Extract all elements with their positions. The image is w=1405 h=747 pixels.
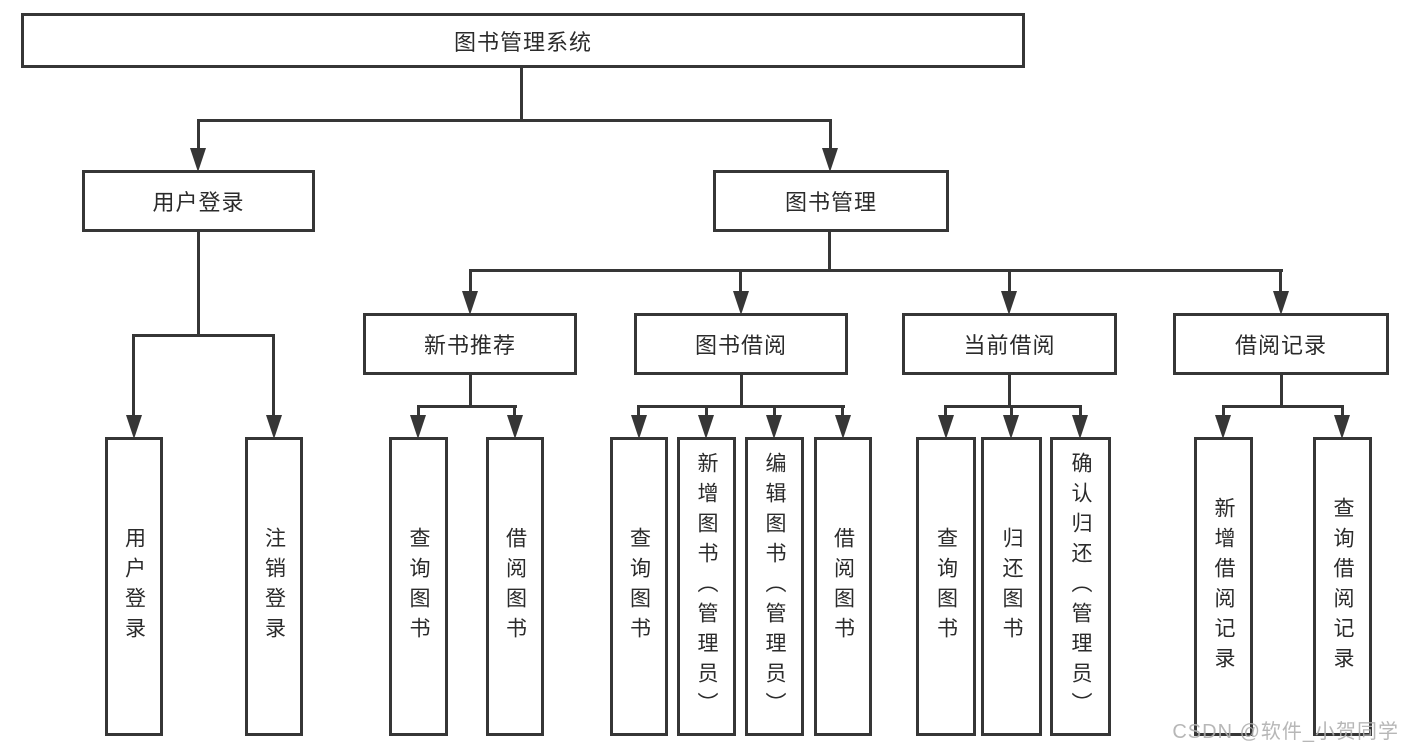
- connector-line: [705, 405, 708, 419]
- connector-line: [1010, 405, 1013, 419]
- leaf-logout: 注销登录: [245, 437, 303, 736]
- connector-line: [773, 405, 776, 419]
- connector-line: [417, 405, 420, 419]
- connector-line: [944, 405, 947, 419]
- arrow-down-icon: [1001, 291, 1017, 315]
- arrow-down-icon: [410, 415, 426, 439]
- node-label: 当前借阅: [963, 333, 1056, 358]
- connector-line: [1008, 269, 1011, 295]
- leaf-return-books: 归还图书: [981, 437, 1042, 736]
- connector-line: [739, 269, 742, 295]
- leaf-add-books-admin: 新增图书（管理员）: [677, 437, 736, 736]
- node-label: 图书借阅: [694, 333, 787, 358]
- leaf-label: 查询图书: [627, 526, 651, 647]
- leaf-query-books: 查询图书: [389, 437, 448, 736]
- leaf-add-borrow-record: 新增借阅记录: [1194, 437, 1253, 736]
- leaf-label: 借阅图书: [503, 526, 527, 647]
- connector-line: [272, 334, 275, 419]
- connector-line: [1279, 269, 1282, 295]
- leaf-user-login: 用户登录: [105, 437, 163, 736]
- leaf-query-borrow-record: 查询借阅记录: [1313, 437, 1372, 736]
- leaf-borrow-books: 借阅图书: [814, 437, 872, 736]
- leaf-label: 新增借阅记录: [1212, 496, 1235, 677]
- node-label: 图书管理: [784, 190, 877, 215]
- arrow-down-icon: [631, 415, 647, 439]
- node-book-management: 图书管理: [713, 170, 949, 232]
- connector-line: [469, 269, 1283, 272]
- node-book-borrowing: 图书借阅: [634, 313, 848, 375]
- connector-line: [1222, 405, 1344, 408]
- connector-line: [740, 375, 743, 408]
- arrow-down-icon: [938, 415, 954, 439]
- connector-line: [637, 405, 845, 408]
- connector-line: [132, 334, 135, 419]
- connector-line: [1222, 405, 1225, 419]
- arrow-down-icon: [835, 415, 851, 439]
- node-label: 新书推荐: [423, 333, 516, 358]
- arrow-down-icon: [1273, 291, 1289, 315]
- connector-line: [132, 334, 275, 337]
- connector-line: [1079, 405, 1082, 419]
- connector-line: [841, 405, 844, 419]
- node-library-management-system: 图书管理系统: [21, 13, 1025, 68]
- connector-line: [1008, 375, 1011, 408]
- node-borrow-records: 借阅记录: [1173, 313, 1389, 375]
- csdn-watermark: CSDN @软件_小贺同学: [1172, 721, 1399, 743]
- connector-line: [1280, 375, 1283, 408]
- arrow-down-icon: [1215, 415, 1231, 439]
- node-current-borrowing: 当前借阅: [902, 313, 1117, 375]
- leaf-query-books: 查询图书: [610, 437, 668, 736]
- connector-line: [197, 119, 831, 122]
- arrow-down-icon: [698, 415, 714, 439]
- leaf-label: 查询图书: [407, 526, 430, 647]
- arrow-down-icon: [1003, 415, 1019, 439]
- arrow-down-icon: [733, 291, 749, 315]
- leaf-label: 用户登录: [122, 526, 146, 647]
- connector-line: [944, 405, 1082, 408]
- connector-line: [513, 405, 516, 419]
- connector-line: [829, 119, 832, 153]
- leaf-confirm-return-admin: 确认归还（管理员）: [1050, 437, 1111, 736]
- arrow-down-icon: [190, 148, 206, 172]
- connector-line: [469, 375, 472, 408]
- leaf-label: 查询借阅记录: [1331, 496, 1354, 677]
- leaf-label: 归还图书: [1000, 526, 1023, 647]
- node-label: 图书管理系统: [453, 29, 592, 55]
- connector-line: [469, 269, 472, 295]
- arrow-down-icon: [766, 415, 782, 439]
- connector-line: [520, 68, 523, 122]
- leaf-label: 注销登录: [262, 526, 286, 647]
- node-label: 借阅记录: [1234, 333, 1327, 358]
- connector-line: [197, 232, 200, 337]
- arrow-down-icon: [266, 415, 282, 439]
- leaf-label: 确认归还（管理员）: [1069, 451, 1092, 722]
- connector-line: [197, 119, 200, 153]
- arrow-down-icon: [1072, 415, 1088, 439]
- leaf-label: 编辑图书（管理员）: [763, 451, 786, 722]
- connector-line: [417, 405, 517, 408]
- arrow-down-icon: [507, 415, 523, 439]
- leaf-edit-books-admin: 编辑图书（管理员）: [745, 437, 804, 736]
- connector-line: [828, 232, 831, 272]
- arrow-down-icon: [1334, 415, 1350, 439]
- leaf-label: 查询图书: [934, 526, 958, 647]
- node-new-book-recommendation: 新书推荐: [363, 313, 577, 375]
- connector-line: [1341, 405, 1344, 419]
- leaf-query-books: 查询图书: [916, 437, 976, 736]
- node-user-login: 用户登录: [82, 170, 315, 232]
- connector-line: [637, 405, 640, 419]
- leaf-label: 新增图书（管理员）: [695, 451, 718, 722]
- arrow-down-icon: [126, 415, 142, 439]
- leaf-label: 借阅图书: [831, 526, 855, 647]
- leaf-borrow-books: 借阅图书: [486, 437, 544, 736]
- arrow-down-icon: [822, 148, 838, 172]
- node-label: 用户登录: [152, 190, 245, 215]
- arrow-down-icon: [462, 291, 478, 315]
